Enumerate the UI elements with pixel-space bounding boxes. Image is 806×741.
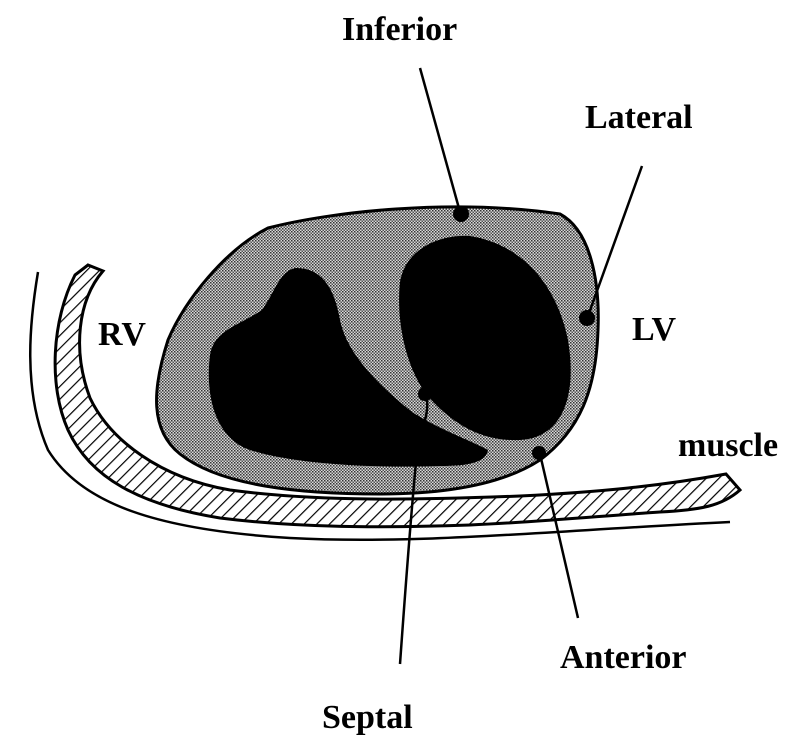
label-lateral: Lateral: [585, 99, 693, 136]
inferior-pointer-line: [420, 68, 460, 212]
label-anterior: Anterior: [560, 639, 687, 676]
lateral-pointer-line: [588, 166, 642, 316]
label-muscle: muscle: [678, 427, 778, 464]
lateral-marker-dot: [579, 310, 595, 326]
label-lv: LV: [632, 311, 677, 348]
anterior-pointer-line: [540, 454, 578, 618]
septal-marker-dot: [418, 387, 432, 401]
label-inferior: Inferior: [342, 11, 457, 48]
anterior-marker-dot: [532, 446, 546, 460]
label-rv: RV: [98, 316, 146, 353]
inferior-marker-dot: [453, 206, 469, 222]
label-septal: Septal: [322, 699, 413, 736]
